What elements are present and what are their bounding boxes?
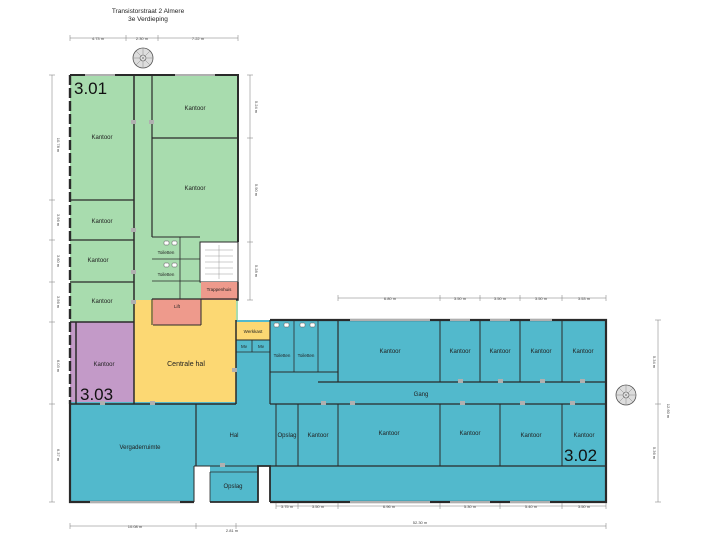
right-dimension-line: [655, 319, 661, 503]
spiral-stair-east: [615, 384, 637, 406]
dim-top-2: 2.30 m: [136, 36, 149, 41]
door-markers: [100, 120, 585, 467]
dim-east-5: 3.53 m: [578, 296, 591, 301]
dim-total-2: 2.81 m: [226, 528, 239, 533]
room-mv-2: Mv: [258, 344, 265, 349]
room-kantoor-302-s4: Kantoor: [520, 433, 541, 439]
room-centrale-hal: Centrale hal: [167, 361, 205, 368]
room-kantoor-302-s3: Kantoor: [459, 431, 480, 437]
dim-bot-6: 3.50 m: [578, 504, 591, 509]
room-kantoor-301-w2: Kantoor: [87, 258, 108, 264]
dim-left-6: 6.37 m: [56, 449, 61, 462]
room-kantoor-302-n4: Kantoor: [530, 349, 551, 355]
bottom-dimension-line: [275, 503, 607, 509]
north-core: [152, 237, 239, 299]
room-lift: Lift: [174, 304, 181, 309]
unit-label-302: 3.02: [564, 446, 597, 465]
room-toiletten-east-2: Toiletten: [298, 353, 315, 358]
dim-total-1: 10.08 m: [128, 524, 143, 529]
room-trappenhuis: Trappenhuis: [207, 287, 233, 292]
dim-right-1: 5.34 m: [652, 356, 657, 369]
lift-area: [153, 299, 201, 325]
dim-inner-2: 5.90 m: [254, 184, 259, 197]
toilet-fixtures: [163, 240, 316, 328]
room-kantoor-302-s2: Kantoor: [378, 431, 399, 437]
room-kantoor-302-n5: Kantoor: [572, 349, 593, 355]
room-opslag-2: Opslag: [223, 484, 242, 490]
dim-bot-5: 5.40 m: [525, 504, 538, 509]
room-kantoor-301-w3: Kantoor: [91, 299, 112, 305]
unit-303-area: [70, 322, 134, 404]
dim-east-3: 3.50 m: [494, 296, 507, 301]
room-opslag-1: Opslag: [277, 433, 296, 439]
room-toiletten-east-1: Toiletten: [274, 353, 291, 358]
dim-top-1: 4.73 m: [92, 36, 105, 41]
dim-right-3: 5.36 m: [652, 447, 657, 460]
room-toiletten-north-1: Toiletten: [158, 250, 175, 255]
dim-left-1: 10.78 m: [56, 138, 61, 153]
dim-east-2: 3.50 m: [454, 296, 467, 301]
dim-right-2: 12.60 m: [666, 404, 671, 419]
room-toiletten-north-2: Toiletten: [158, 272, 175, 277]
room-kantoor-301-w1: Kantoor: [91, 219, 112, 225]
top-dimension-line: [69, 35, 239, 41]
dim-bot-4: 5.30 m: [464, 504, 477, 509]
room-vergaderruimte: Vergaderruimte: [119, 445, 161, 451]
room-kantoor-302-n3: Kantoor: [489, 349, 510, 355]
floor-title: 3e Verdieping: [128, 16, 168, 23]
dim-inner-1: 5.24 m: [254, 101, 259, 114]
room-werkkast: Werkkast: [244, 329, 263, 334]
spiral-stair-north: [132, 47, 154, 69]
room-kantoor-301-ne: Kantoor: [184, 106, 205, 112]
address-title: Transistorstraat 2 Almere: [112, 8, 185, 15]
room-gang: Gang: [414, 392, 429, 398]
dim-left-4: 3.56 m: [56, 296, 61, 309]
room-kantoor-302-s5: Kantoor: [573, 433, 594, 439]
room-kantoor-302-s1: Kantoor: [307, 433, 328, 439]
east-top-dimension-line: [337, 295, 607, 301]
dim-inner-3: 5.28 m: [254, 265, 259, 278]
left-dimension-line: [49, 74, 55, 503]
inner-dimension-line: [247, 74, 253, 301]
room-kantoor-301-nw: Kantoor: [91, 135, 112, 141]
total-dimension-line: [69, 523, 607, 529]
stairwell-area: [201, 282, 238, 300]
dim-left-2: 3.96 m: [56, 214, 61, 227]
room-kantoor-302-n2: Kantoor: [449, 349, 470, 355]
unit-label-303: 3.03: [80, 385, 113, 404]
room-kantoor-302-n1: Kantoor: [379, 349, 400, 355]
dim-bot-3: 6.96 m: [383, 504, 396, 509]
dim-bot-2: 3.50 m: [312, 504, 325, 509]
werkkast-area: [236, 322, 270, 340]
dim-left-5: 6.03 m: [56, 360, 61, 373]
room-mv-1: Mv: [241, 344, 248, 349]
dim-left-3: 3.60 m: [56, 255, 61, 268]
dim-total-3: 52.30 m: [413, 520, 428, 525]
dim-top-3: 7.22 m: [192, 36, 205, 41]
unit-label-301: 3.01: [74, 79, 107, 98]
room-kantoor-303: Kantoor: [93, 362, 114, 368]
dim-bot-1: 3.75 m: [281, 504, 294, 509]
dim-east-1: 6.80 m: [384, 296, 397, 301]
room-hal: Hal: [229, 433, 238, 439]
dim-east-4: 3.50 m: [535, 296, 548, 301]
window-markers: [85, 74, 552, 503]
room-kantoor-301-e: Kantoor: [184, 186, 205, 192]
